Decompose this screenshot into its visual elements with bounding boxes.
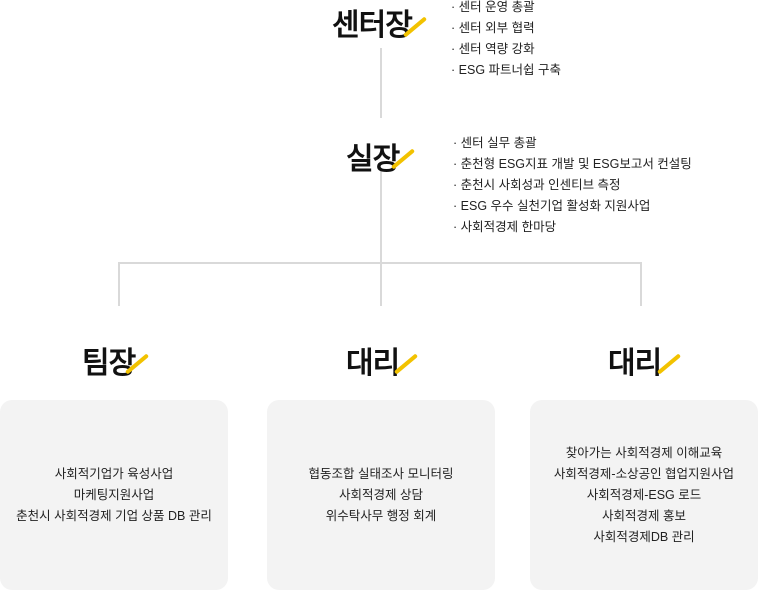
connector-branch-right — [640, 262, 642, 306]
center-head-title: 센터장 — [332, 9, 413, 42]
duty-item: ESG 우수 실천기업 활성화 지원사업 — [453, 196, 692, 217]
duty-item: 위수탁사무 행정 회계 — [325, 508, 437, 523]
assistant-manager-duties-box-2: 찾아가는 사회적경제 이해교육 사회적경제-소상공인 협업지원사업 사회적경제-… — [530, 400, 758, 590]
duty-item: 사회적기업가 육성사업 — [54, 466, 174, 481]
duty-item: 센터 외부 협력 — [451, 18, 561, 39]
duty-item: 마케팅지원사업 — [73, 487, 155, 502]
office-head-title: 실장 — [346, 143, 400, 176]
duty-item: 춘천형 ESG지표 개발 및 ESG보고서 컨설팅 — [453, 154, 692, 175]
connector-center-to-office — [380, 48, 382, 118]
duty-item: 사회적경제DB 관리 — [593, 529, 695, 544]
duty-item: 춘천시 사회적경제 기업 상품 DB 관리 — [16, 508, 212, 523]
connector-branch-horizontal — [118, 262, 642, 264]
duty-item: 센터 실무 총괄 — [453, 133, 692, 154]
duty-item: 춘천시 사회성과 인센티브 측정 — [453, 175, 692, 196]
duty-item: 사회적경제 한마당 — [453, 217, 692, 238]
assistant-manager-title-1: 대리 — [346, 347, 400, 380]
center-head-duties: 센터 운영 총괄 센터 외부 협력 센터 역량 강화 ESG 파트너쉽 구축 — [451, 0, 561, 81]
connector-branch-left — [118, 262, 120, 306]
assistant-manager-title-2: 대리 — [608, 347, 662, 380]
assistant-manager-duties-box-1: 협동조합 실태조사 모니터링 사회적경제 상담 위수탁사무 행정 회계 — [267, 400, 495, 590]
duty-item: 사회적경제 홍보 — [602, 508, 686, 523]
duty-item: 사회적경제-소상공인 협업지원사업 — [553, 466, 735, 481]
duty-item: 센터 역량 강화 — [451, 39, 561, 60]
duty-item: 사회적경제-ESG 로드 — [586, 487, 702, 502]
duty-item: ESG 파트너쉽 구축 — [451, 60, 561, 81]
team-lead-duties-box: 사회적기업가 육성사업 마케팅지원사업 춘천시 사회적경제 기업 상품 DB 관… — [0, 400, 228, 590]
office-head-duties: 센터 실무 총괄 춘천형 ESG지표 개발 및 ESG보고서 컨설팅 춘천시 사… — [453, 133, 692, 238]
duty-item: 찾아가는 사회적경제 이해교육 — [565, 445, 723, 460]
duty-item: 센터 운영 총괄 — [451, 0, 561, 18]
team-lead-title: 팀장 — [82, 347, 136, 380]
connector-office-to-branch — [380, 170, 382, 306]
duty-item: 협동조합 실태조사 모니터링 — [308, 466, 454, 481]
duty-item: 사회적경제 상담 — [339, 487, 423, 502]
